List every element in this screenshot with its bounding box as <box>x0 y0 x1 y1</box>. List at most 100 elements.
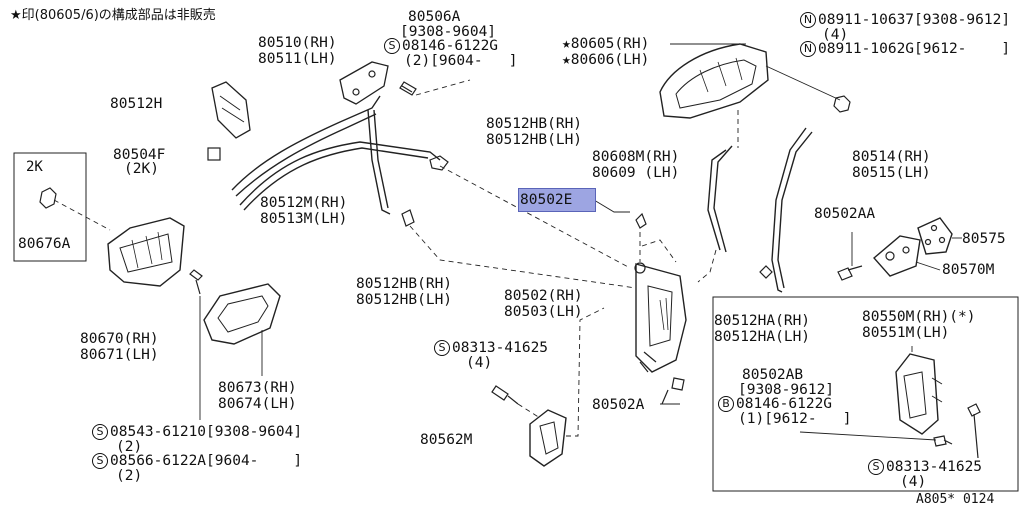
label-80504f[interactable]: 80504F <box>113 147 166 163</box>
rod-80512m <box>239 141 441 206</box>
label-08313-inset-text: 08313-41625 <box>886 459 983 475</box>
bracket-80510 <box>339 61 389 105</box>
label-80674[interactable]: 80674(LH) <box>218 396 297 412</box>
rod-vertical-b <box>373 109 389 209</box>
label-08313-left-sub: (4) <box>466 355 493 371</box>
label-08146-inset-text: 08146-6122G <box>736 396 833 412</box>
label-80605-text: 80605(RH) <box>570 36 650 52</box>
bolt-80502aa <box>837 265 863 281</box>
label-80512ha[interactable]: 80512HA(RH) <box>714 313 811 329</box>
label-80551m[interactable]: 80551M(LH) <box>862 325 950 341</box>
door-lock-80502 <box>635 263 687 373</box>
label-80514[interactable]: 80514(RH) <box>852 149 931 165</box>
label-80608m[interactable]: 80608M(RH) <box>592 149 680 165</box>
label-08146-inset-sub: (1)[9612- ] <box>738 411 852 427</box>
label-80502ab[interactable]: 80502AB <box>742 367 804 383</box>
clip-80512h <box>211 81 251 139</box>
non-sale-note: ★印(80605/6)の構成部品は非販売 <box>10 8 216 23</box>
label-80512h[interactable]: 80512H <box>110 96 163 112</box>
label-08543-sub: (2) <box>116 439 143 455</box>
label-80515[interactable]: 80515(LH) <box>852 165 931 181</box>
label-80609[interactable]: 80609 (LH) <box>592 165 680 181</box>
inset-2k-box <box>13 152 87 262</box>
label-80512hb-upper-lh[interactable]: 80512HB(LH) <box>486 132 583 148</box>
label-80511[interactable]: 80511(LH) <box>258 51 337 67</box>
escutcheon-80673 <box>203 283 281 345</box>
screw-08313-left <box>491 385 519 405</box>
diagram-code: A805* 0124 <box>916 492 995 507</box>
star-icon: ★ <box>562 52 571 68</box>
label-80506a-date: [9308-9604] <box>400 24 497 40</box>
label-80512m[interactable]: 80512M(RH) <box>260 195 348 211</box>
label-08146-top-sub: (2)[9604- ] <box>404 53 518 69</box>
label-80502aa[interactable]: 80502AA <box>814 206 876 222</box>
rod-80514 <box>771 127 807 293</box>
plate-80575 <box>917 217 953 255</box>
clip-80676a <box>39 187 57 209</box>
label-80606-text: 80606(LH) <box>570 52 650 68</box>
label-80676a[interactable]: 80676A <box>18 236 71 252</box>
label-80570m[interactable]: 80570M <box>942 262 995 278</box>
s-symbol-icon: S <box>92 453 108 469</box>
actuator-80562m <box>529 409 567 467</box>
nut-08911 <box>833 95 851 113</box>
label-80512hb-upper[interactable]: 80512HB(RH) <box>486 116 583 132</box>
label-80562m[interactable]: 80562M <box>420 432 473 448</box>
screw-08313-right <box>967 403 981 459</box>
rod-vertical <box>367 109 391 215</box>
clip-80512hb-lower <box>401 209 415 227</box>
n-symbol-icon: N <box>800 12 816 28</box>
label-08566-sub: (2) <box>116 468 143 484</box>
screw-80502ab <box>933 435 953 447</box>
label-80512ha-lh[interactable]: 80512HA(LH) <box>714 329 811 345</box>
label-80502a[interactable]: 80502A <box>592 397 645 413</box>
label-80550m[interactable]: 80550M(RH)(*) <box>862 309 976 325</box>
star-icon: ★ <box>562 36 571 52</box>
inset-lock-box <box>712 296 1019 492</box>
label-80502[interactable]: 80502(RH) <box>504 288 583 304</box>
label-80673[interactable]: 80673(RH) <box>218 380 297 396</box>
inside-handle-80670 <box>107 217 185 287</box>
s-symbol-icon: S <box>92 424 108 440</box>
bracket-80570m <box>873 235 921 277</box>
label-08313-left-text: 08313-41625 <box>452 340 549 356</box>
label-08911-a-text: 08911-10637[9308-9612] <box>818 12 1011 28</box>
label-80506a[interactable]: 80506A <box>408 9 461 25</box>
rod-80608m <box>707 149 727 251</box>
label-08146-top-text: 08146-6122G <box>402 38 499 54</box>
label-80605[interactable]: ★80605(RH) <box>562 36 649 52</box>
label-80513m[interactable]: 80513M(LH) <box>260 211 348 227</box>
lock-80550m <box>895 353 939 435</box>
label-08566-text: 08566-6122A[9604- ] <box>110 453 303 469</box>
rod-80512m-b <box>243 147 429 211</box>
label-80670[interactable]: 80670(RH) <box>80 331 159 347</box>
s-symbol-icon: S <box>868 459 884 475</box>
bolt-08146-top <box>399 81 417 96</box>
label-80512hb-lower-lh[interactable]: 80512HB(LH) <box>356 292 453 308</box>
highlight-80502e[interactable] <box>518 188 596 212</box>
rod-80510 <box>231 95 381 191</box>
label-80504f-sub: (2K) <box>124 161 159 177</box>
label-80510[interactable]: 80510(RH) <box>258 35 337 51</box>
label-80512hb-lower[interactable]: 80512HB(RH) <box>356 276 453 292</box>
label-80671[interactable]: 80671(LH) <box>80 347 159 363</box>
pad-80504f <box>207 147 221 161</box>
label-80575[interactable]: 80575 <box>962 231 1006 247</box>
label-08911-a-sub: (4) <box>822 27 849 43</box>
label-80502e[interactable]: 80502E <box>520 192 573 208</box>
label-80503[interactable]: 80503(LH) <box>504 304 583 320</box>
n-symbol-icon: N <box>800 41 816 57</box>
label-80606[interactable]: ★80606(LH) <box>562 52 649 68</box>
label-80502ab-date: [9308-9612] <box>738 382 835 398</box>
screw-80502a <box>661 377 685 405</box>
